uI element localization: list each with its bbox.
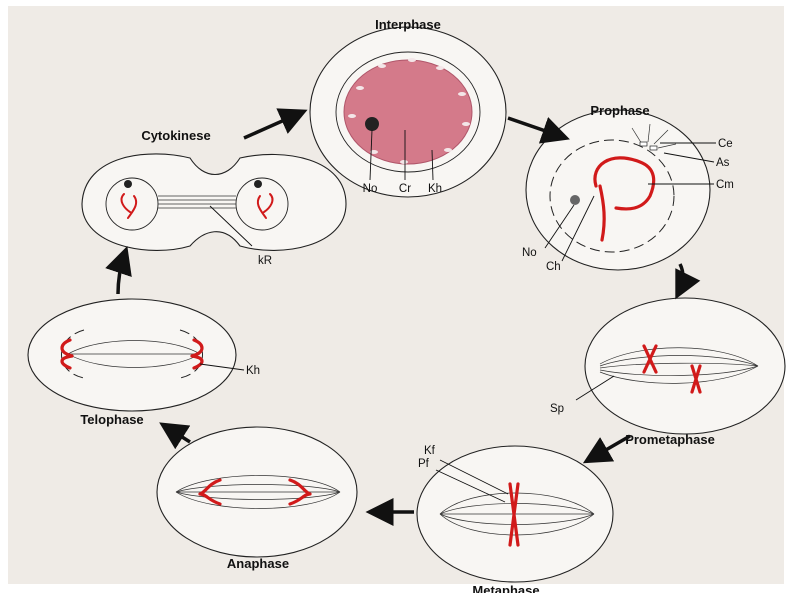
cytokinese-cell: Cytokinese kR — [82, 128, 346, 267]
label-prometaphase: Prometaphase — [625, 432, 715, 447]
anaphase-cell: Anaphase — [157, 427, 357, 571]
label-as: As — [716, 157, 730, 169]
label-interphase: Interphase — [375, 17, 441, 32]
metaphase-cell: Metaphase Kf Pf — [417, 445, 613, 593]
label-telophase: Telophase — [80, 412, 143, 427]
interphase-chromatin — [344, 60, 472, 164]
label-prophase: Prophase — [590, 103, 649, 118]
arrow-telophase-to-cytokinese — [118, 256, 124, 294]
prophase-cell: Prophase Ce As Cm No Ch — [522, 103, 734, 273]
arrow-anaphase-to-telophase — [168, 428, 190, 442]
label-sp: Sp — [550, 403, 564, 415]
arrow-cytokinese-to-interphase — [244, 114, 298, 138]
prophase-nucleolus — [570, 195, 580, 205]
nucleolus — [365, 117, 379, 131]
label-metaphase: Metaphase — [472, 583, 539, 593]
arrow-prophase-to-prometaphase — [680, 264, 683, 290]
label-kh-telophase: Kh — [246, 365, 260, 377]
arrow-prometaphase-to-metaphase — [592, 436, 630, 458]
label-cm: Cm — [716, 179, 734, 191]
label-no: No — [363, 183, 378, 195]
label-ch: Ch — [546, 261, 561, 273]
label-kh: Kh — [428, 183, 442, 195]
label-ce: Ce — [718, 138, 733, 150]
label-cytokinese: Cytokinese — [141, 128, 210, 143]
telophase-cell: Telophase Kh — [28, 299, 260, 427]
label-anaphase: Anaphase — [227, 556, 289, 571]
label-pf: Pf — [418, 458, 430, 470]
label-cr: Cr — [399, 183, 411, 195]
prometaphase-cell: Prometaphase Sp — [550, 298, 785, 447]
label-no-prophase: No — [522, 247, 537, 259]
arrow-interphase-to-prophase — [508, 118, 560, 136]
label-kf: Kf — [424, 445, 436, 457]
interphase-cell: Interphase No Cr Kh — [310, 17, 506, 197]
label-kr: kR — [258, 255, 272, 267]
